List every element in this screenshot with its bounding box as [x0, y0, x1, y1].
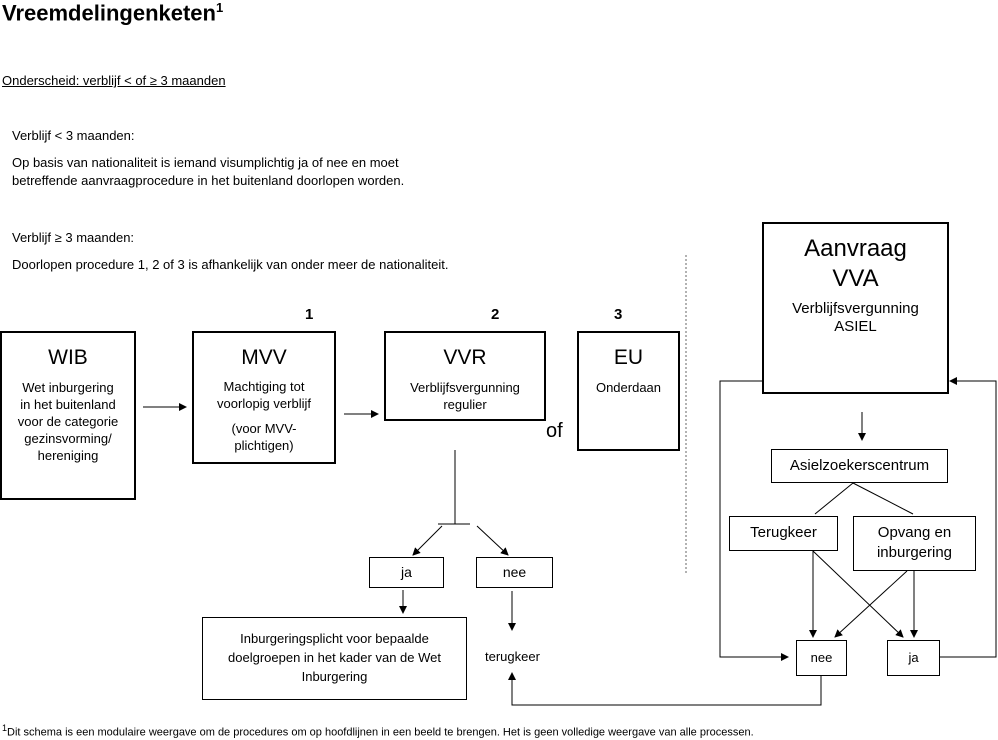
page-title: Vreemdelingenketen1 — [2, 0, 223, 26]
integration-obligation-line: Inburgeringsplicht voor bepaalde — [240, 631, 429, 646]
vva-title-line2: VVA — [832, 265, 879, 292]
asylum-yes-box: ja — [887, 640, 940, 676]
arrow-to-ja — [412, 525, 443, 556]
footnote-marker: 1 — [2, 723, 8, 733]
line-azc-opvang — [852, 482, 914, 515]
procedure-number-2: 2 — [491, 306, 500, 323]
wib-desc-line: hereniging — [37, 448, 99, 463]
wib-desc-line: in het buitenland — [20, 397, 116, 412]
vva-desc-line: ASIEL — [834, 318, 877, 335]
title-footnote-marker: 1 — [215, 0, 224, 15]
footnote-text: Dit schema is een modulaire weergave om … — [7, 726, 754, 739]
subheading: Onderscheid: verblijf < of ≥ 3 maanden — [2, 73, 226, 88]
asylum-return-box: Terugkeer — [729, 516, 838, 551]
vvr-desc-line: regulier — [443, 397, 487, 412]
eu-desc-line: Onderdaan — [595, 380, 662, 395]
arrow-vva-to-nee — [719, 380, 789, 661]
short-stay-heading: Verblijf < 3 maanden: — [12, 128, 135, 143]
vva-title-line1: Aanvraag — [804, 235, 907, 262]
wib-box: WIB Wet inburgering in het buitenland vo… — [0, 331, 136, 500]
short-stay-text-line1: Op basis van nationaliteit is iemand vis… — [12, 155, 399, 170]
long-stay-heading: Verblijf ≥ 3 maanden: — [12, 230, 135, 245]
integration-obligation-box: Inburgeringsplicht voor bepaalde doelgro… — [202, 617, 467, 700]
arrow-terugkeer-ja — [812, 550, 904, 638]
vva-desc-line: Verblijfsvergunning — [792, 300, 919, 317]
mvv-note: (voor MVV- plichtigen) — [194, 420, 334, 454]
wib-description: Wet inburgering in het buitenland voor d… — [2, 379, 134, 464]
asylum-reception-line: Opvang en — [877, 524, 952, 541]
title-text: Vreemdelingenketen — [2, 0, 216, 26]
wib-desc-line: gezinsvorming/ — [24, 431, 112, 446]
arrow-to-nee — [476, 525, 509, 556]
eu-title: EU — [613, 346, 644, 369]
of-label: of — [546, 420, 563, 442]
vvr-box: VVR Verblijfsvergunning regulier — [384, 331, 546, 421]
eu-description: Onderdaan — [579, 379, 678, 396]
wib-title: WIB — [48, 346, 88, 369]
footnote: 1Dit schema is een modulaire weergave om… — [2, 723, 754, 739]
line-azc-terugkeer — [814, 482, 854, 515]
vvr-description: Verblijfsvergunning regulier — [386, 379, 544, 413]
long-stay-text: Doorlopen procedure 1, 2 of 3 is afhanke… — [12, 257, 449, 272]
mvv-box: MVV Machtiging tot voorlopig verblijf (v… — [192, 331, 336, 464]
vvr-desc-line: Verblijfsvergunning — [410, 380, 520, 395]
regular-yes-label: ja — [401, 564, 412, 580]
eu-box: EU Onderdaan — [577, 331, 680, 451]
wib-desc-line: voor de categorie — [17, 414, 119, 429]
short-stay-text-line2: betreffende aanvraagprocedure in het bui… — [12, 173, 405, 188]
mvv-note-line: plichtigen) — [234, 438, 294, 453]
mvv-desc-line: voorlopig verblijf — [217, 396, 311, 411]
asylum-center-box: Asielzoekerscentrum — [771, 449, 948, 483]
integration-obligation-line: doelgroepen in het kader van de Wet — [228, 650, 441, 665]
regular-no-label: nee — [502, 564, 527, 580]
mvv-desc-line: Machtiging tot — [223, 379, 305, 394]
integration-obligation-line: Inburgering — [301, 669, 368, 684]
asylum-yes-label: ja — [908, 650, 919, 665]
vva-box: Aanvraag VVA Verblijfsvergunning ASIEL — [762, 222, 949, 394]
asylum-reception-line: inburgering — [876, 544, 953, 561]
asylum-center-label: Asielzoekerscentrum — [789, 457, 930, 474]
regular-yes-box: ja — [369, 557, 444, 588]
asylum-no-box: nee — [796, 640, 847, 676]
procedure-number-1: 1 — [305, 306, 314, 323]
procedure-number-3: 3 — [614, 306, 623, 323]
vva-description: Verblijfsvergunning ASIEL — [764, 300, 947, 336]
regular-return-label: terugkeer — [485, 649, 540, 664]
regular-no-box: nee — [476, 557, 553, 588]
arrow-opvang-nee — [834, 570, 908, 638]
asylum-no-label: nee — [810, 650, 833, 665]
arrow-asylum-nee-to-terugkeer — [508, 672, 822, 706]
mvv-description: Machtiging tot voorlopig verblijf — [194, 378, 334, 412]
mvv-title: MVV — [241, 346, 287, 369]
vvr-title: VVR — [443, 346, 487, 369]
asylum-reception-box: Opvang en inburgering — [853, 516, 976, 571]
asylum-return-label: Terugkeer — [750, 524, 817, 541]
wib-desc-line: Wet inburgering — [22, 380, 114, 395]
mvv-note-line: (voor MVV- — [231, 421, 297, 436]
arrow-ja-to-vva — [940, 377, 997, 658]
